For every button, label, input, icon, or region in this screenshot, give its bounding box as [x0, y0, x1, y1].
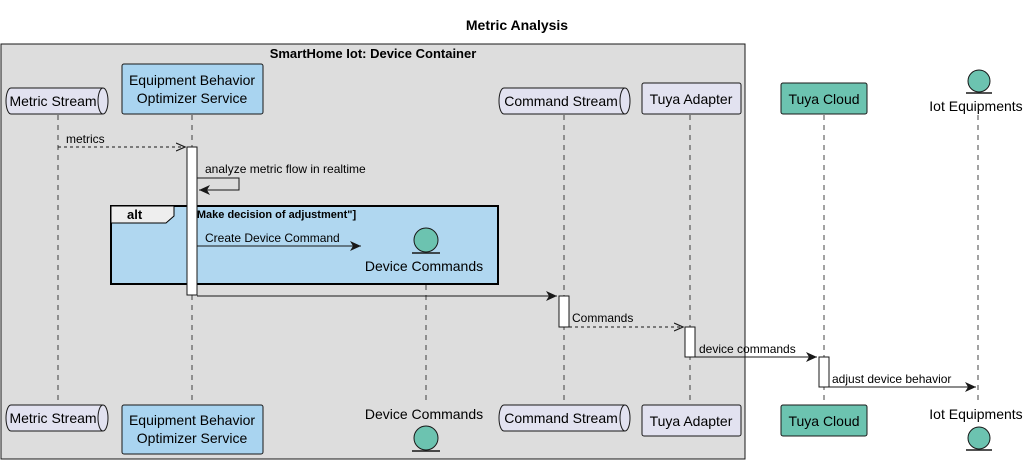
participant-tuya-cloud-top: Tuya Cloud — [780, 82, 868, 115]
participant-optimizer-label-1: Equipment Behavior — [129, 412, 255, 428]
entity-icon — [967, 426, 991, 450]
participant-optimizer-top: Equipment Behavior Optimizer Service — [121, 63, 264, 115]
participant-device-commands-label: Device Commands — [365, 258, 483, 274]
participant-iot-equipments-top: Iot Equipments — [929, 69, 1023, 114]
activation-tuya-cloud — [818, 356, 830, 388]
participant-iot-equipments-label: Iot Equipments — [929, 406, 1022, 422]
participant-optimizer-bottom: Equipment Behavior Optimizer Service — [121, 404, 264, 455]
participant-tuya-adapter-top: Tuya Adapter — [641, 82, 742, 115]
activation-tuya-adapter — [684, 326, 696, 358]
message-commands: Commands — [572, 311, 633, 325]
participant-optimizer-label-2: Optimizer Service — [137, 430, 248, 446]
participant-command-stream-label: Command Stream — [504, 93, 618, 109]
participant-tuya-adapter-label: Tuya Adapter — [650, 91, 733, 107]
participant-tuya-adapter-bottom: Tuya Adapter — [641, 404, 742, 437]
entity-icon — [413, 227, 439, 253]
message-metrics: metrics — [66, 132, 105, 146]
message-adjust: adjust device behavior — [832, 372, 951, 386]
container-title: SmartHome Iot: Device Container — [270, 46, 477, 61]
participant-metric-stream-top: Metric Stream — [5, 87, 109, 115]
alt-condition: ["Make decision of adjustment"] — [188, 209, 356, 221]
message-create: Create Device Command — [205, 231, 340, 245]
message-analyze: analyze metric flow in realtime — [205, 162, 366, 176]
participant-tuya-adapter-label: Tuya Adapter — [650, 413, 733, 429]
activation-command-stream — [558, 295, 570, 328]
entity-icon — [413, 425, 439, 451]
participant-optimizer-label-1: Equipment Behavior — [129, 72, 255, 88]
participant-command-stream-bottom: Command Stream — [498, 404, 631, 432]
participant-metric-stream-label: Metric Stream — [9, 410, 96, 426]
entity-icon — [967, 69, 991, 93]
alt-keyword: alt — [127, 207, 143, 222]
participant-iot-equipments-label: Iot Equipments — [929, 98, 1022, 114]
participant-tuya-cloud-bottom: Tuya Cloud — [780, 404, 868, 437]
message-analyze-arrow — [197, 177, 240, 195]
participant-metric-stream-bottom: Metric Stream — [5, 404, 109, 432]
activation-optimizer — [186, 146, 198, 296]
participant-device-commands-created: Device Commands — [365, 227, 483, 274]
participant-command-stream-top: Command Stream — [498, 87, 631, 115]
message-device-commands: device commands — [699, 342, 796, 356]
participant-device-commands-bottom: Device Commands — [365, 406, 483, 452]
participant-command-stream-label: Command Stream — [504, 410, 618, 426]
participant-device-commands-label: Device Commands — [365, 406, 483, 422]
participant-metric-stream-label: Metric Stream — [9, 93, 96, 109]
alt-tab — [110, 205, 175, 224]
participant-tuya-cloud-label: Tuya Cloud — [788, 91, 859, 107]
participant-iot-equipments-bottom: Iot Equipments — [929, 406, 1023, 451]
participant-optimizer-label-2: Optimizer Service — [137, 90, 248, 106]
diagram-title: Metric Analysis — [466, 17, 568, 33]
participant-tuya-cloud-label: Tuya Cloud — [788, 413, 859, 429]
